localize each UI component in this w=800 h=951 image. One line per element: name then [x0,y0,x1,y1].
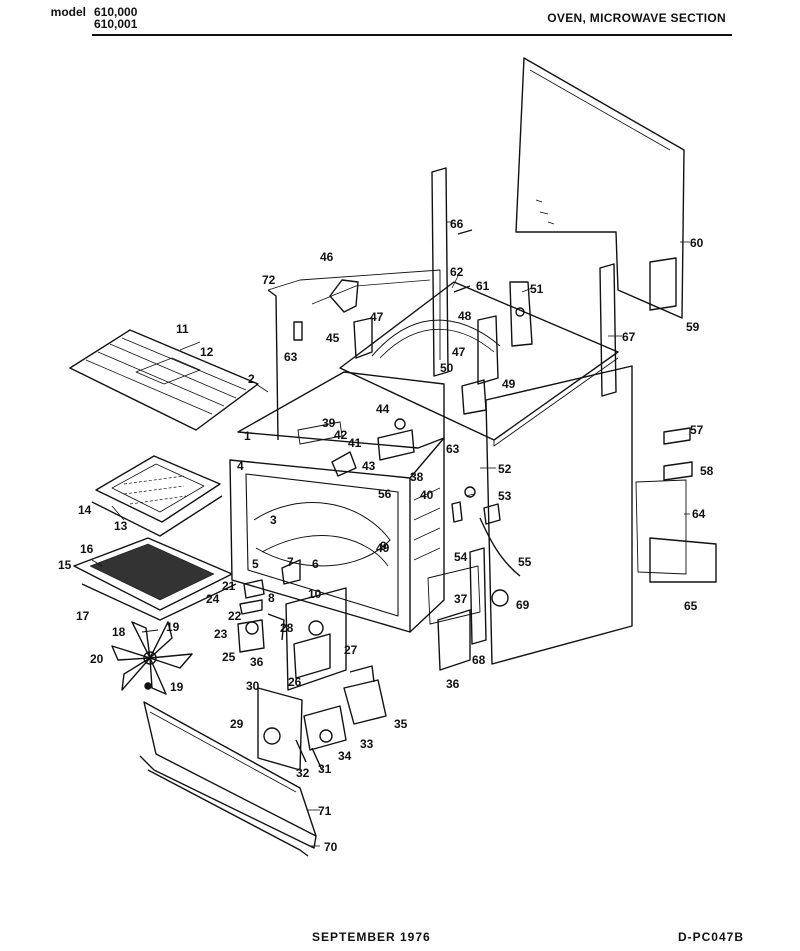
part-label: 6 [312,557,319,571]
stirrer-fan-drawing [111,621,193,695]
part-label: 23 [214,627,228,641]
part-label: 47 [452,345,466,359]
part-label: 9 [380,539,387,553]
part-label: 4 [237,459,244,473]
oven-rack-drawing [69,329,259,431]
model-number-2: 610,001 [94,17,138,31]
part-label: 33 [360,737,374,751]
part-label: 62 [450,265,464,279]
header-rule [92,34,732,36]
door-panel-drawing [139,701,317,857]
part-label: 16 [80,542,94,556]
part-label: 32 [296,766,310,780]
part-label: 65 [684,599,698,613]
part-label: 11 [176,322,189,336]
part-label: 49 [502,377,516,391]
model-block: model 610,000 610,001 [46,5,138,31]
part-label: 31 [318,762,332,776]
back-panel-drawing [515,57,685,319]
part-label: 19 [166,620,180,634]
part-label: 72 [262,273,276,287]
part-label: 49 [376,541,390,555]
part-labels: 1 2 3 4 5 6 7 8 9 10 11 12 13 14 15 16 1… [58,217,714,854]
part-label: 50 [440,361,454,375]
part-label: 48 [458,309,472,323]
part-label: 28 [280,621,294,635]
part-label: 7 [287,555,294,569]
part-label: 14 [78,503,92,517]
part-label: 46 [320,250,334,264]
part-label: 45 [326,331,340,345]
part-label: 43 [362,459,376,473]
part-label: 35 [394,717,408,731]
part-label: 69 [516,598,530,612]
part-label: 53 [498,489,512,503]
part-label: 37 [454,592,468,606]
part-label: 5 [252,557,259,571]
part-label: 2 [248,372,255,386]
part-label: 13 [114,519,128,533]
part-label: 10 [308,587,322,601]
part-label: 34 [338,749,352,763]
part-label: 8 [268,591,275,605]
part-label: 63 [446,442,460,456]
part-label: 39 [322,416,336,430]
cabinet-frame-drawing [267,167,633,665]
broiler-pan-drawing [91,455,223,537]
splatter-tray-drawing [73,537,237,621]
part-label: 3 [270,513,277,527]
model-label: model [50,5,86,19]
part-label: 71 [318,804,332,818]
part-label: 57 [690,423,704,437]
part-label: 67 [622,330,636,344]
part-label: 60 [690,236,704,250]
part-label: 56 [378,487,392,501]
part-label: 47 [370,310,384,324]
part-label: 64 [692,507,706,521]
part-label: 54 [454,550,468,564]
part-label: 40 [420,488,434,502]
part-label: 22 [228,609,242,623]
part-label: 51 [530,282,544,296]
part-label: 61 [476,279,490,293]
part-label: 59 [686,320,700,334]
oven-cavity-drawing [229,371,445,633]
part-label: 66 [450,217,464,231]
part-label: 29 [230,717,244,731]
model-number-1: 610,000 [94,5,138,19]
section-title: OVEN, MICROWAVE SECTION [547,11,726,25]
part-label: 38 [410,470,424,484]
part-label: 21 [222,579,236,593]
part-label: 12 [200,345,214,359]
part-label: 44 [376,402,390,416]
part-label: 63 [284,350,298,364]
leader-lines [91,221,690,847]
part-label: 15 [58,558,72,572]
part-label: 24 [206,592,220,606]
part-label: 18 [112,625,126,639]
part-label: 20 [90,652,104,666]
part-label: 30 [246,679,260,693]
part-label: 52 [498,462,512,476]
part-label: 17 [76,609,90,623]
part-label: 70 [324,840,338,854]
part-label: 42 [334,428,348,442]
part-label: 55 [518,555,532,569]
part-label: 36 [446,677,460,691]
part-label: 19 [170,680,184,694]
part-label: 1 [244,429,251,443]
part-label: 27 [344,643,358,657]
part-label: 25 [222,650,236,664]
part-label: 36 [250,655,264,669]
part-label: 26 [288,675,302,689]
footer-date: SEPTEMBER 1976 [312,930,431,944]
part-label: 58 [700,464,714,478]
part-label: 68 [472,653,486,667]
footer-code: D-PC047B [677,930,744,944]
small-parts-drawing [237,229,717,771]
part-label: 41 [348,436,362,450]
